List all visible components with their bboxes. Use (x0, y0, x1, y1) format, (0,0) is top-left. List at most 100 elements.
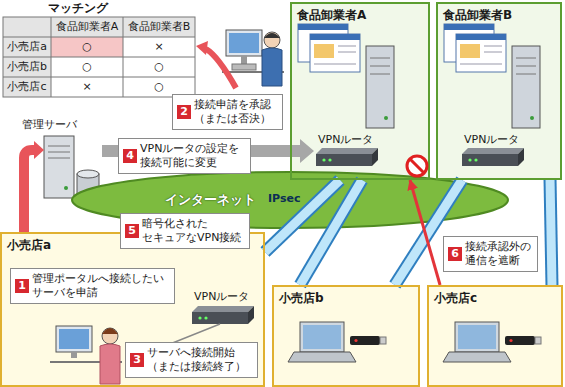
browser-window-icon (314, 44, 334, 58)
management-server-icon (77, 170, 99, 178)
matching-table-grid (3, 17, 195, 37)
browser-window-icon (460, 44, 480, 58)
vpn-router-icon (518, 148, 524, 166)
wholesaler-region: 食品卸業者B (436, 2, 562, 180)
vpn-tunnel (550, 180, 552, 285)
operator-figure (241, 56, 247, 64)
shop-operator-figure (56, 326, 92, 352)
vpn-tunnel (300, 180, 362, 285)
server-rack-icon (366, 46, 540, 128)
callout-number: 6 (448, 247, 462, 261)
server-rack-icon (516, 66, 536, 67)
table-cell: × (123, 37, 195, 57)
table-row-header: 小売店b (3, 57, 51, 77)
step-callout: 2接続申請を承認 （または否決） (172, 94, 283, 130)
callout-text: サーバへ接続開始 （または接続終了） (147, 346, 253, 374)
vpn-router-icon (316, 154, 372, 166)
vpn-router-icon (192, 312, 248, 324)
application-arrow (24, 141, 44, 232)
step-callout: 5暗号化された セキュアなVPN接続 (120, 213, 250, 249)
table-row-header: 小売店c (3, 77, 51, 97)
approval-arrow (196, 41, 208, 55)
vpn-router-icon (462, 154, 518, 166)
shop-operator-figure (50, 326, 122, 384)
usb-dongle-icon (509, 339, 512, 342)
step-callout: 6接続承認外の 通信を遮断 (443, 236, 538, 272)
shop-region: 小売店c (427, 285, 563, 387)
laptop-icon (288, 352, 356, 362)
server-rack-icon (370, 66, 390, 67)
shop-operator-figure (102, 328, 118, 344)
vpn-router-icon (192, 306, 254, 312)
table-cell: ○ (51, 57, 123, 77)
server-rack-icon (516, 58, 536, 59)
callout-text: 管理ポータルへ接続したい サーバを申請 (32, 272, 170, 300)
block-symbol (407, 156, 427, 176)
application-arrow (24, 150, 34, 232)
region-heading: 食品卸業者B (438, 6, 517, 25)
application-arrow (34, 141, 44, 159)
table-header: 食品卸業者B (123, 17, 195, 37)
matching-table-grid (51, 37, 123, 57)
laptop-icon (455, 322, 499, 352)
protocol-label: IPsec (268, 192, 301, 205)
browser-window-icon (444, 24, 494, 30)
laptop-icon (443, 352, 511, 362)
shop-region: 小売店a 1管理ポータルへ接続したい サーバを申請 3サーバへ接続開始 （または接続… (0, 232, 265, 387)
server-rack-icon (516, 74, 536, 75)
region-heading: 小売店c (429, 289, 482, 308)
laptop-icon (303, 325, 341, 349)
operator-figure (226, 30, 262, 56)
browser-window-icon (456, 34, 506, 40)
callout-number: 3 (130, 353, 144, 367)
laptop-icon (300, 322, 344, 352)
server-rack-icon (384, 116, 388, 120)
callout-number: 5 (125, 224, 139, 238)
vpn-tunnel (550, 180, 552, 285)
blocked-arrow (410, 180, 440, 285)
browser-window-icon (310, 34, 360, 40)
usb-dongle-icon (354, 339, 357, 342)
server-label: 管理サーバ (22, 118, 77, 131)
device-label: VPNルータ (464, 133, 519, 146)
callout-number: 2 (177, 105, 191, 119)
server-rack-icon (512, 46, 540, 128)
server-rack-icon (370, 74, 390, 75)
region-fill (272, 285, 420, 387)
vpn-router-icon (248, 306, 254, 324)
shop-operator-figure (102, 328, 118, 334)
management-server-icon (48, 158, 70, 159)
vpn-router-icon (372, 148, 378, 166)
block-symbol (410, 159, 424, 173)
callout-text: 接続承認外の 通信を遮断 (465, 240, 533, 268)
browser-window-icon (460, 64, 502, 65)
matching-table-grid (3, 77, 195, 78)
matching-table-grid (3, 37, 51, 97)
region-fill (436, 2, 562, 180)
matching-table-grid (3, 17, 195, 97)
approval-arrow (196, 41, 236, 88)
region-heading: 食品卸業者A (292, 6, 371, 25)
browser-window-icon (338, 46, 356, 47)
device-label: VPNルータ (194, 290, 249, 303)
table-cell: × (51, 77, 123, 97)
wholesaler-region: 食品卸業者A (290, 2, 430, 180)
server-rack-icon (370, 58, 390, 59)
usb-dongle-icon (535, 337, 541, 344)
vpn-tunnel (300, 180, 362, 285)
vpn-router-icon (198, 316, 201, 319)
management-server-icon (48, 146, 70, 147)
browser-window-icon (314, 64, 356, 65)
region-fill (427, 285, 563, 387)
region-heading: 小売店a (2, 236, 56, 255)
usb-dongle-icon (350, 336, 541, 345)
operator-figure (232, 64, 256, 70)
approval-arrow (206, 49, 236, 88)
step-callout: 1管理ポータルへ接続したい サーバを申請 (10, 268, 175, 304)
usb-dongle-icon (505, 336, 535, 345)
vpn-tunnel (550, 180, 552, 285)
operator-figure (262, 48, 282, 86)
